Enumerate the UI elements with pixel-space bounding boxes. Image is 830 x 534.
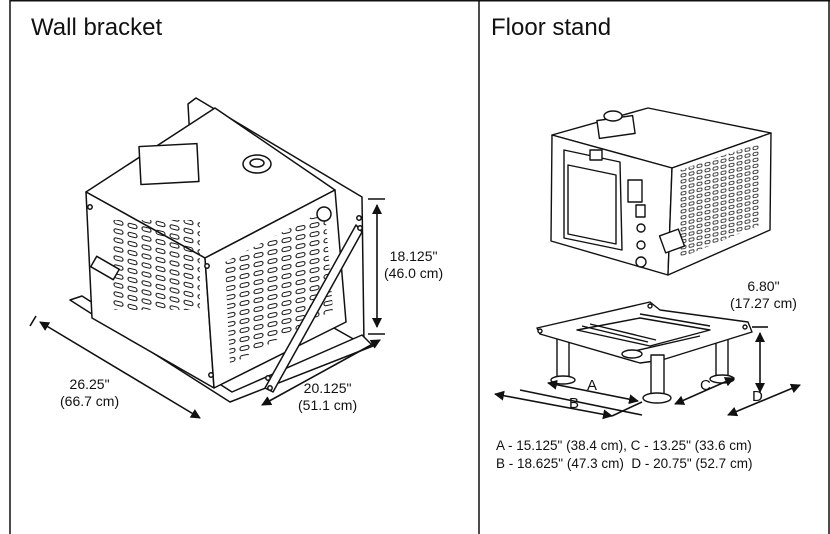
dimension-d-label: D [752, 388, 763, 405]
depth-cm: (51.1 cm) [298, 397, 358, 413]
dimension-b-label: B [569, 395, 580, 412]
width-inches: 26.25" [69, 376, 110, 392]
stand-height-dimension-label: 6.80" (17.27 cm) [730, 278, 797, 312]
panel-borders [9, 0, 830, 534]
stand-height-inches: 6.80" [747, 278, 780, 294]
dimension-d-arrow [727, 383, 801, 417]
dimension-legend: A - 15.125" (38.4 cm), C - 13.25" (33.6 … [496, 437, 752, 473]
width-arrow [39, 321, 201, 419]
depth-dimension-label: 20.125" (51.1 cm) [298, 380, 357, 414]
height-cm: (46.0 cm) [384, 265, 444, 281]
stand-height-cm: (17.27 cm) [730, 295, 797, 311]
dimension-c-label: C [700, 377, 711, 394]
dimension-b-arrow [494, 390, 613, 420]
height-inches: 18.125" [389, 248, 438, 264]
legend-line-2: B - 18.625" (47.3 cm) D - 20.75" (52.7 c… [496, 456, 753, 471]
legend-line-1: A - 15.125" (38.4 cm), C - 13.25" (33.6 … [496, 438, 752, 453]
floor-stand-title: Floor stand [491, 14, 612, 41]
depth-inches: 20.125" [303, 380, 352, 396]
height-dimension-label: 18.125" (46.0 cm) [384, 248, 443, 282]
width-cm: (66.7 cm) [60, 393, 120, 409]
floor-stand-unit-illustration [550, 107, 772, 276]
floor-stand-dimensions [494, 326, 801, 420]
dimension-c-arrow [674, 377, 735, 405]
wall-bracket-illustration [69, 97, 374, 403]
floor-stand-frame-illustration [536, 301, 753, 404]
wall-bracket-dimensions [29, 198, 385, 419]
depth-arrow [261, 339, 381, 406]
wall-bracket-title: Wall bracket [31, 14, 163, 41]
width-dimension-label: 26.25" (66.7 cm) [60, 376, 119, 410]
dimension-a-label: A [587, 377, 598, 394]
